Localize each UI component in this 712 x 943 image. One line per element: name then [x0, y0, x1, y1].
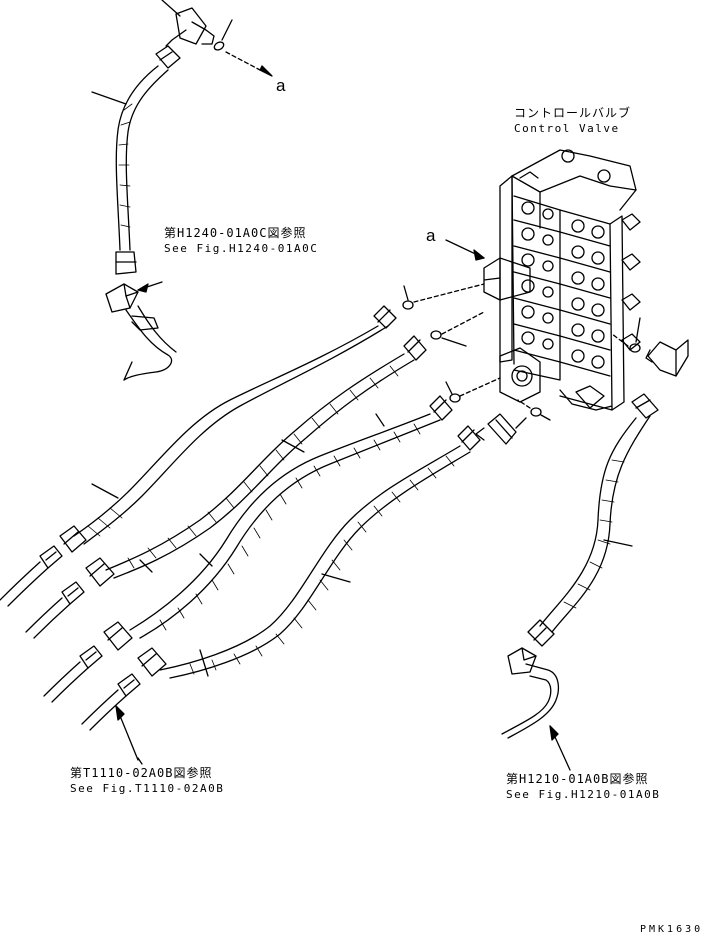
ref-t1110-jp: 第T1110-02A0B図参照: [70, 766, 213, 780]
marker-a-valve: a: [426, 226, 436, 245]
valve-fittings: [476, 414, 526, 444]
o-rings: [403, 284, 640, 420]
hose-3: [44, 396, 452, 702]
hose-4: [82, 426, 480, 760]
right-hose-assembly: [502, 340, 688, 770]
hose-2: [26, 336, 426, 638]
control-valve-body: [484, 150, 640, 410]
drawing-code: PMK1630: [640, 924, 704, 935]
ref-t1110-en: See Fig.T1110-02A0B: [70, 782, 225, 795]
ref-h1240-jp: 第H1240-01A0C図参照: [164, 226, 307, 240]
ref-h1210-en: See Fig.H1210-01A0B: [506, 788, 661, 801]
marker-a-top: a: [276, 76, 286, 95]
ref-h1240-en: See Fig.H1240-01A0C: [164, 242, 319, 255]
top-left-hose-assembly: [92, 0, 272, 380]
control-valve-label-en: Control Valve: [514, 122, 620, 135]
ref-h1210-jp: 第H1210-01A0B図参照: [506, 772, 649, 786]
control-valve-label-jp: コントロールバルブ: [514, 106, 632, 120]
hose-1: [0, 306, 396, 606]
leader-t1110: [138, 758, 142, 764]
